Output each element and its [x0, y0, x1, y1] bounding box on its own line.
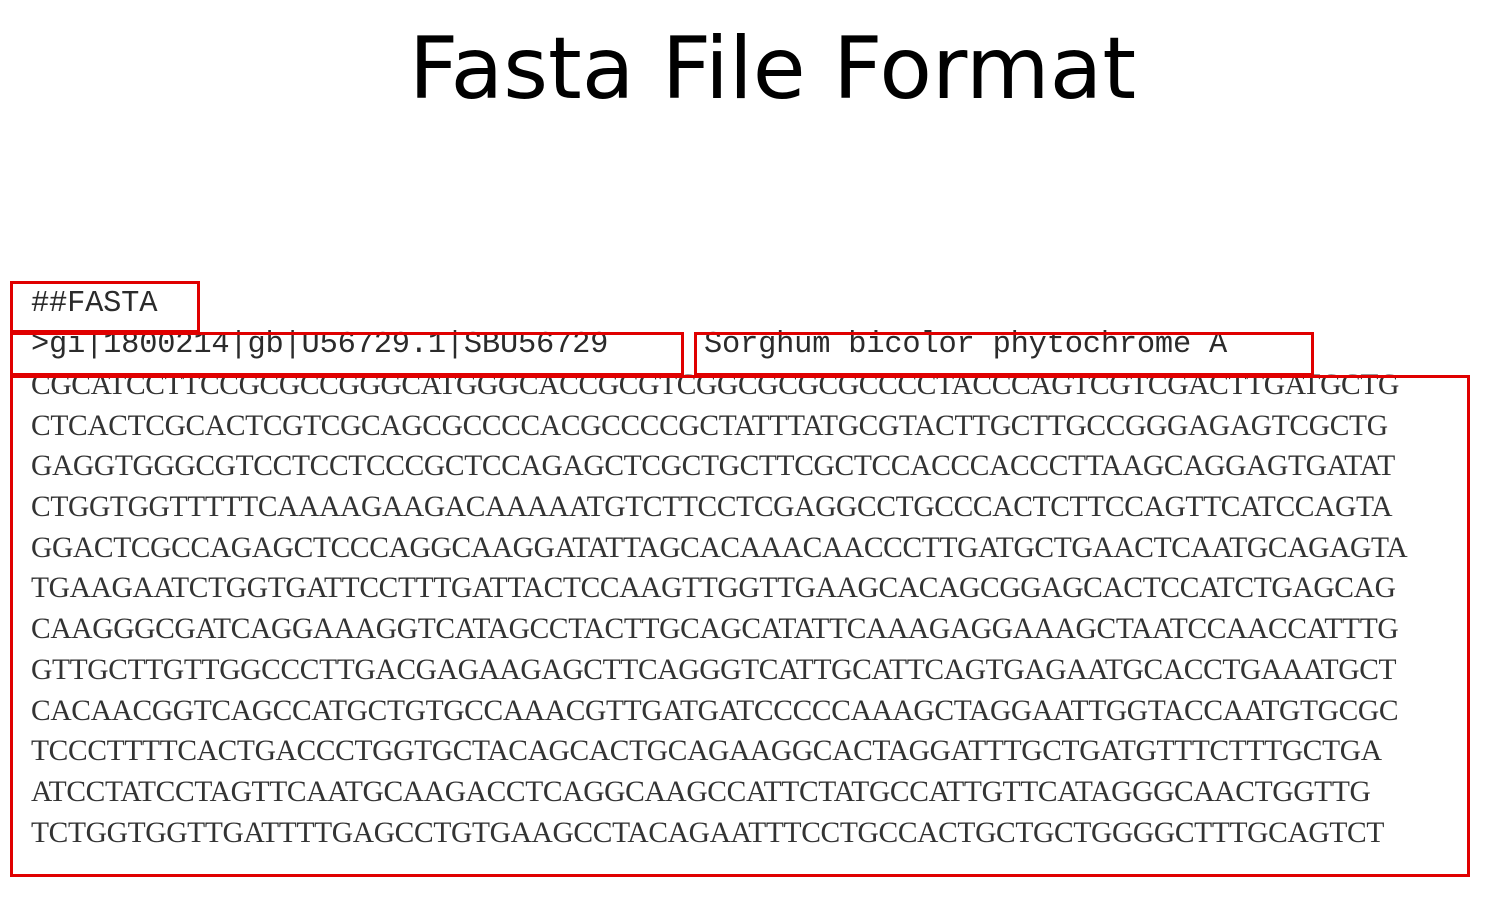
- sequence-line: ATCCTATCCTAGTTCAATGCAAGACCTCAGGCAAGCCATT…: [31, 775, 1371, 808]
- sequence-identifier: >gi|1800214|gb|U56729.1|SBU56729: [31, 328, 609, 362]
- sequence-line: CAAGGGCGATCAGGAAAGGTCATAGCCTACTTGCAGCATA…: [31, 613, 1399, 646]
- fasta-format-marker: ##FASTA: [31, 287, 158, 321]
- sequence-line: TCCCTTTTCACTGACCCTGGTGCTACAGCACTGCAGAAGG…: [31, 735, 1382, 768]
- slide-title: Fasta File Format: [408, 19, 1137, 119]
- sequence-line: CGCATCCTTCCGCGCCGGGCATGGGCACCGCGTCGGCGCG…: [31, 369, 1399, 401]
- sequence-line: CTCACTCGCACTCGTCGCAGCGCCCCACGCCCCGCTATTT…: [31, 409, 1388, 442]
- sequence-line: TCTGGTGGTTGATTTTGAGCCTGTGAAGCCTACAGAATTT…: [31, 816, 1385, 849]
- sequence-line: TGAAGAATCTGGTGATTCCTTTGATTACTCCAAGTTGGTT…: [31, 572, 1396, 605]
- sequence-line: CTGGTGGTTTTTCAAAAGAAGACAAAAATGTCTTCCTCGA…: [31, 491, 1393, 524]
- sequence-line: GTTGCTTGTTGGCCCTTGACGAGAAGAGCTTCAGGGTCAT…: [31, 653, 1397, 686]
- sequence-block: CGCATCCTTCCGCGCCGGGCATGGGCACCGCGTCGGCGCG…: [31, 365, 1471, 853]
- sequence-line: GAGGTGGGCGTCCTCCTCCCGCTCCAGAGCTCGCTGCTTC…: [31, 450, 1395, 483]
- sequence-description: Sorghum bicolor phytochrome A: [704, 328, 1228, 362]
- sequence-line: GGACTCGCCAGAGCTCCCAGGCAAGGATATTAGCACAAAC…: [31, 531, 1408, 564]
- sequence-line: CACAACGGTCAGCCATGCTGTGCCAAACGTTGATGATCCC…: [31, 694, 1399, 727]
